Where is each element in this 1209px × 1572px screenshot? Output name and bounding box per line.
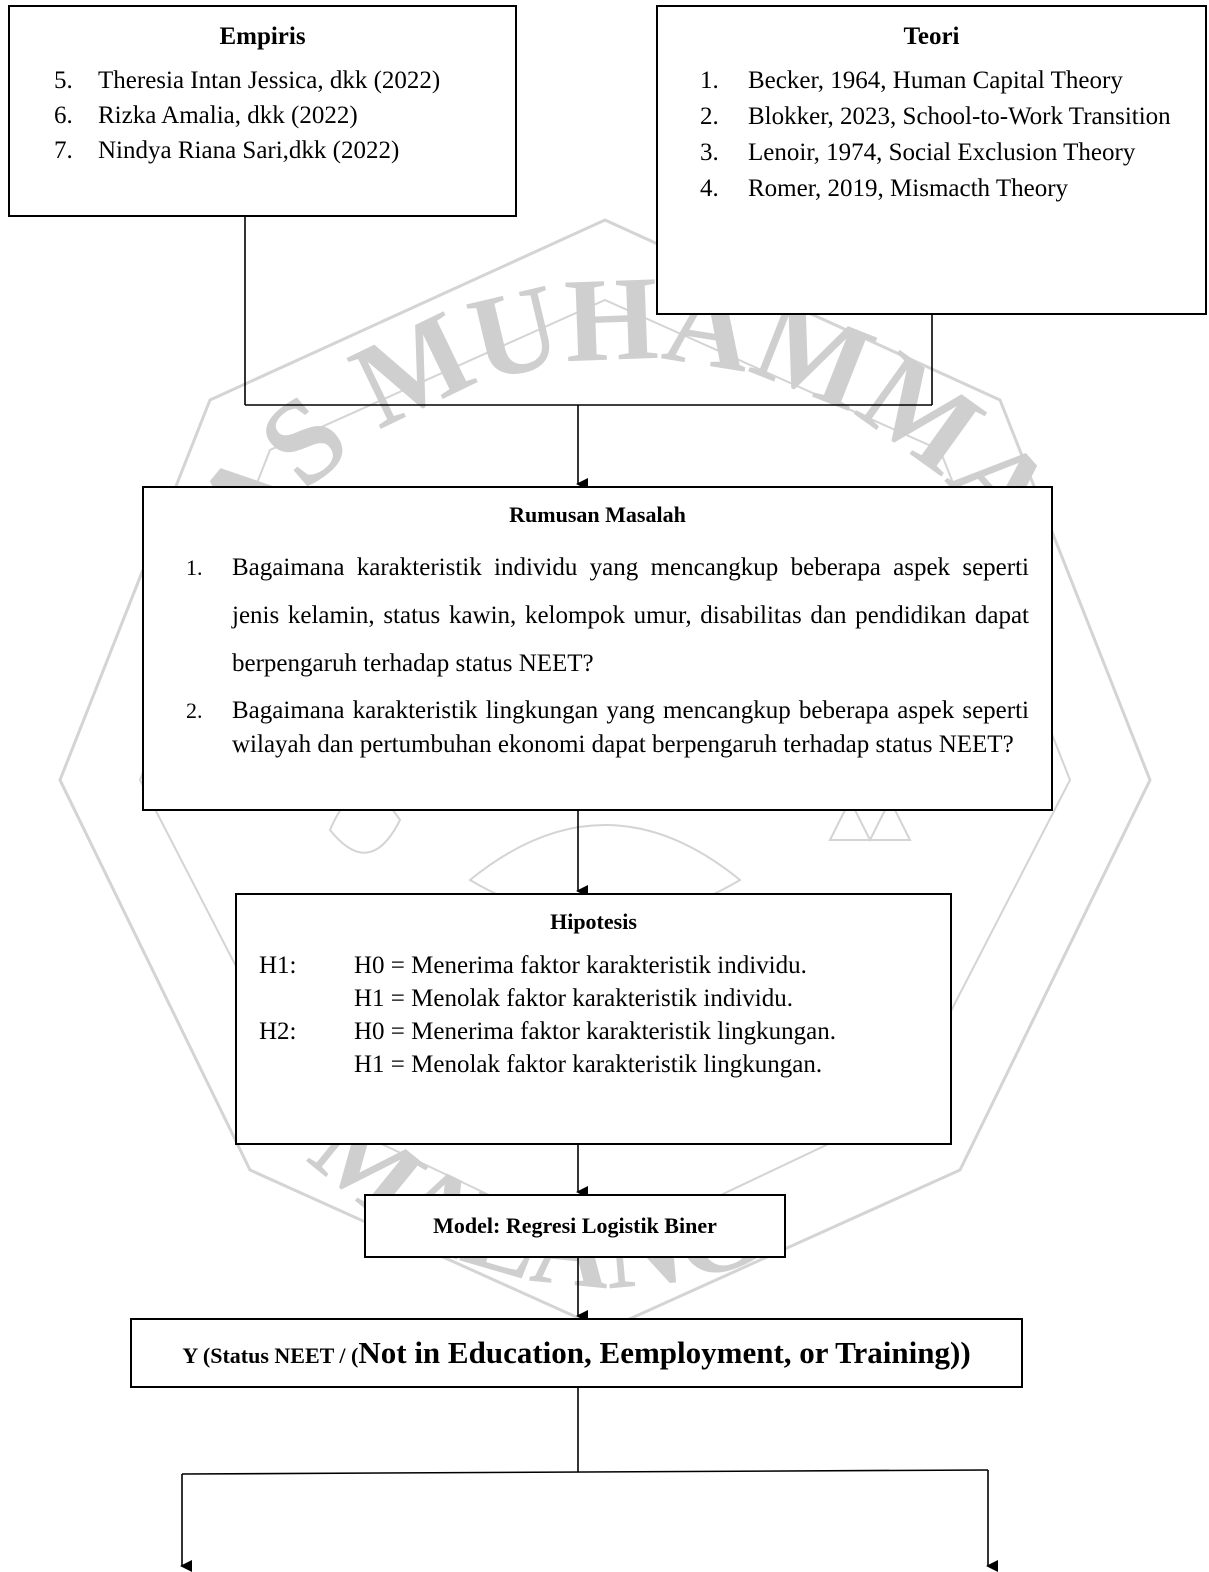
list-item-number: 3.: [700, 139, 719, 166]
list-item-text: Lenoir, 1974, Social Exclusion Theory: [748, 139, 1136, 166]
list-item-number: 2.: [186, 698, 203, 723]
list-item-number: 7.: [54, 137, 73, 164]
hipotesis-text: H1 = Menolak faktor karakteristik indivi…: [354, 985, 794, 1012]
rumusan-list: 1. Bagaimana karakteristik individu yang …: [144, 544, 1051, 762]
hipotesis-list: H1: H0 = Menerima faktor karakteristik in…: [237, 949, 950, 1081]
y-label-suffix: )): [950, 1335, 971, 1370]
y-label-main: Not in Education, Eemployment, or Traini…: [358, 1335, 951, 1370]
list-item-text: Blokker, 2023, School-to-Work Transition: [748, 103, 1171, 130]
hipotesis-row: H1 = Menolak faktor karakteristik lingku…: [237, 1048, 950, 1081]
y-status-neet-box: Y (Status NEET / (Not in Education, Eemp…: [130, 1318, 1023, 1388]
list-item-text: Bagaimana karakteristik individu yang me…: [232, 554, 1029, 677]
y-label-prefix: Y (Status NEET / (: [182, 1343, 359, 1368]
list-item-text: Bagaimana karakteristik lingkungan yang …: [232, 697, 1029, 758]
hipotesis-text: H1 = Menolak faktor karakteristik lingku…: [354, 1051, 823, 1078]
empiris-list: 5. Theresia Intan Jessica, dkk (2022) 6. R…: [10, 63, 515, 168]
empiris-box: Empiris 5. Theresia Intan Jessica, dkk (2…: [8, 5, 517, 217]
list-item-number: 1.: [186, 555, 203, 580]
list-item-number: 5.: [54, 67, 73, 94]
hipotesis-label: H2:: [259, 1018, 297, 1045]
y-label: Y (Status NEET / (Not in Education, Eemp…: [132, 1320, 1021, 1392]
hipotesis-label: H1:: [259, 952, 297, 979]
list-item: 2. Blokker, 2023, School-to-Work Transiti…: [658, 99, 1205, 135]
hipotesis-title: Hipotesis: [550, 909, 637, 934]
hipotesis-row: H1: H0 = Menerima faktor karakteristik in…: [237, 949, 950, 982]
list-item-text: Romer, 2019, Mismacth Theory: [748, 175, 1069, 202]
list-item: 4. Romer, 2019, Mismacth Theory: [658, 171, 1205, 207]
list-item: 5. Theresia Intan Jessica, dkk (2022): [10, 63, 515, 98]
list-item: 3. Lenoir, 1974, Social Exclusion Theory: [658, 135, 1205, 171]
list-item-text: Theresia Intan Jessica, dkk (2022): [98, 67, 441, 94]
teori-box: Teori 1. Becker, 1964, Human Capital Theo…: [656, 5, 1207, 315]
list-item-text: Becker, 1964, Human Capital Theory: [748, 67, 1123, 94]
list-item-number: 1.: [700, 67, 719, 94]
connector-split-horizontal: [181, 1469, 989, 1475]
rumusan-title: Rumusan Masalah: [509, 502, 686, 527]
list-item-number: 2.: [700, 103, 719, 130]
list-item: 6. Rizka Amalia, dkk (2022): [10, 98, 515, 133]
list-item: 1. Becker, 1964, Human Capital Theory: [658, 63, 1205, 99]
list-item: 1. Bagaimana karakteristik individu yang …: [144, 544, 1051, 688]
rumusan-masalah-box: Rumusan Masalah 1. Bagaimana karakteristi…: [142, 486, 1053, 811]
list-item: 7. Nindya Riana Sari,dkk (2022): [10, 133, 515, 168]
list-item: 2. Bagaimana karakteristik lingkungan yan…: [144, 694, 1051, 762]
model-label: Model: Regresi Logistik Biner: [433, 1213, 717, 1238]
model-box: Model: Regresi Logistik Biner: [364, 1194, 786, 1258]
teori-list: 1. Becker, 1964, Human Capital Theory 2. B…: [658, 63, 1205, 207]
teori-title: Teori: [903, 23, 960, 50]
hipotesis-box: Hipotesis H1: H0 = Menerima faktor karakt…: [235, 893, 952, 1145]
hipotesis-row: H2: H0 = Menerima faktor karakteristik li…: [237, 1015, 950, 1048]
list-item-number: 6.: [54, 102, 73, 129]
list-item-text: Rizka Amalia, dkk (2022): [98, 102, 358, 129]
hipotesis-row: H1 = Menolak faktor karakteristik indivi…: [237, 982, 950, 1015]
hipotesis-text: H0 = Menerima faktor karakteristik lingk…: [354, 1018, 837, 1045]
list-item-number: 4.: [700, 175, 719, 202]
empiris-title: Empiris: [219, 23, 306, 50]
hipotesis-text: H0 = Menerima faktor karakteristik indiv…: [354, 952, 807, 979]
list-item-text: Nindya Riana Sari,dkk (2022): [98, 137, 400, 164]
